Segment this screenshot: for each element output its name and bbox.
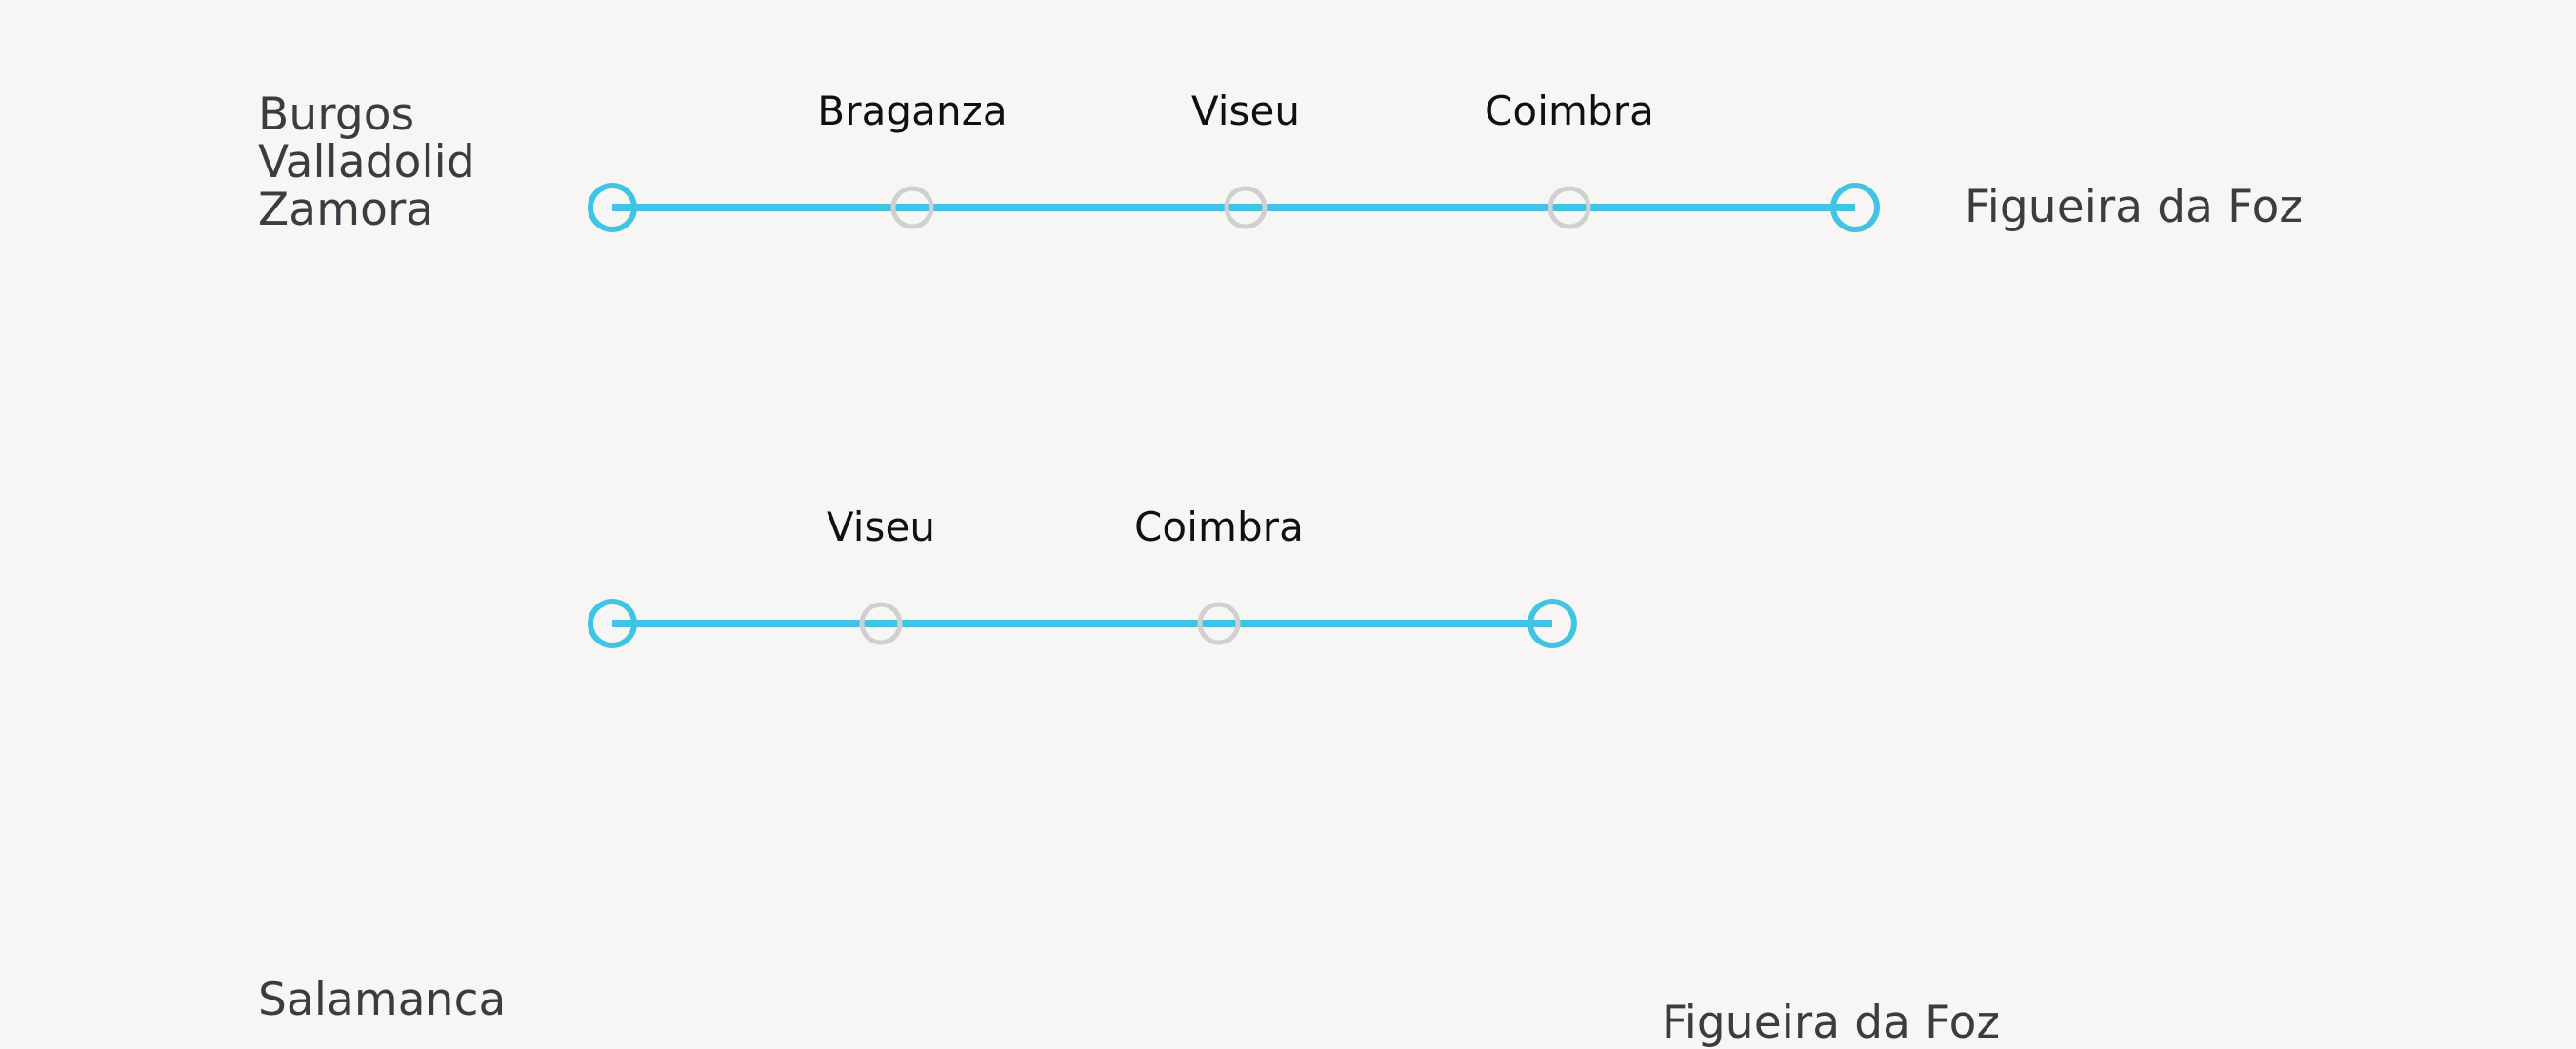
route-2-stop-label: Coimbra: [1134, 504, 1304, 550]
route-2-stop-node[interactable]: [859, 602, 903, 645]
route-2-stop-node[interactable]: [1197, 602, 1241, 645]
route-1-stop-label: Coimbra: [1485, 88, 1654, 134]
route-row-2: Salamanca Figueira da Foz Viseu Coimbra: [0, 400, 2576, 1047]
route-1-stop-label: Viseu: [1190, 88, 1301, 134]
route-1-origin-line: Zamora: [258, 183, 434, 236]
route-1-origin-line: Valladolid: [258, 135, 475, 188]
route-2-connector-line: [612, 620, 1552, 627]
route-1-stop-label: Braganza: [817, 88, 1008, 134]
route-1-destination-label: Figueira da Foz: [1965, 181, 2304, 234]
route-2-origin-labels: Salamanca: [258, 977, 506, 1024]
route-1-terminus-node[interactable]: [588, 183, 637, 232]
route-2-terminus-node[interactable]: [1528, 599, 1577, 648]
route-2-stop-label: Viseu: [826, 504, 936, 550]
route-2-origin-line: Salamanca: [258, 974, 507, 1027]
route-1-stop-node[interactable]: [890, 186, 934, 229]
route-2-destination-label: Figueira da Foz: [1662, 997, 2001, 1049]
route-1-stop-node[interactable]: [1224, 186, 1268, 229]
route-1-stop-node[interactable]: [1548, 186, 1591, 229]
route-2-terminus-node[interactable]: [588, 599, 637, 648]
route-1-origin-line: Burgos: [258, 89, 415, 141]
route-1-terminus-node[interactable]: [1830, 183, 1880, 232]
